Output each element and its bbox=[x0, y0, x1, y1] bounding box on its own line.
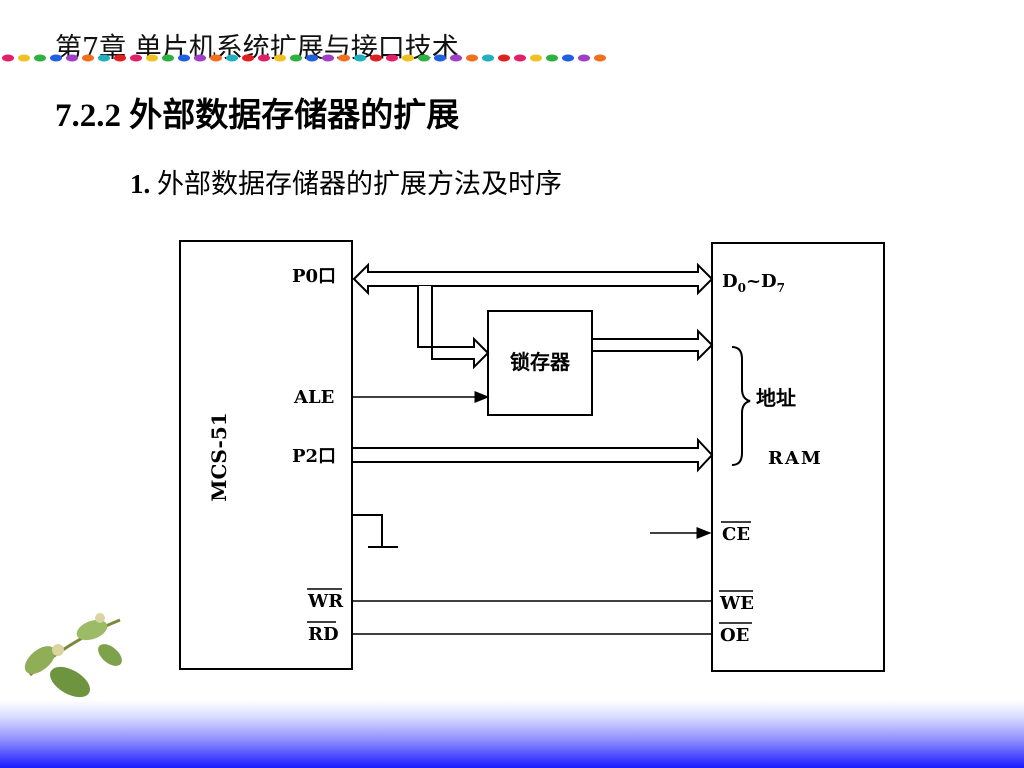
decorative-dot bbox=[482, 54, 494, 62]
address-brace bbox=[731, 346, 751, 466]
decorative-dot bbox=[274, 54, 286, 62]
decorative-dot bbox=[370, 54, 382, 62]
decorative-dot bbox=[498, 54, 510, 62]
subsection-title: 1. 外部数据存储器的扩展方法及时序 bbox=[130, 162, 562, 201]
latch-to-ram-arrow bbox=[591, 328, 714, 362]
oe-pin-label: OE bbox=[720, 625, 749, 646]
decorative-dot bbox=[530, 54, 542, 62]
decorative-dot bbox=[226, 54, 238, 62]
p2-port-label: P2口 bbox=[292, 446, 336, 467]
decorative-dot bbox=[290, 54, 302, 62]
decorative-dot bbox=[2, 54, 14, 62]
decorative-dot bbox=[562, 54, 574, 62]
decorative-dot bbox=[114, 54, 126, 62]
decorative-dot bbox=[306, 54, 318, 62]
subsection-text: 外部数据存储器的扩展方法及时序 bbox=[157, 169, 562, 199]
we-pin-label: WE bbox=[719, 593, 754, 614]
p2-to-ram-arrow bbox=[351, 437, 714, 473]
ale-pin-label: ALE bbox=[293, 387, 334, 408]
latch-block bbox=[487, 310, 593, 416]
latch-label: 锁存器 bbox=[510, 350, 571, 374]
decorative-dot bbox=[386, 54, 398, 62]
p0-port-label: P0口 bbox=[292, 266, 336, 287]
decorative-dot bbox=[258, 54, 270, 62]
decorative-dot bbox=[338, 54, 350, 62]
ce-pin-label: CE bbox=[722, 524, 750, 545]
decorative-dot bbox=[594, 54, 606, 62]
decorative-dot bbox=[354, 54, 366, 62]
decorative-dot bbox=[146, 54, 158, 62]
wr-pin-label: WR bbox=[307, 591, 344, 612]
memory-expansion-diagram: MCS-51 P0口 ALE P2口 WR RD 锁存器 D0~D7 地址 RA… bbox=[179, 240, 885, 672]
decorative-dot bbox=[194, 54, 206, 62]
decorative-dot bbox=[402, 54, 414, 62]
decorative-dot bbox=[162, 54, 174, 62]
decorative-dot bbox=[546, 54, 558, 62]
ground-symbol bbox=[352, 514, 398, 548]
decorative-dot-border bbox=[2, 54, 606, 62]
decorative-dot bbox=[18, 54, 30, 62]
decorative-dot bbox=[434, 54, 446, 62]
decorative-dot bbox=[466, 54, 478, 62]
decorative-leaf-image bbox=[24, 613, 122, 698]
section-title: 7.2.2 外部数据存储器的扩展 bbox=[55, 98, 460, 134]
decorative-dot bbox=[178, 54, 190, 62]
ram-label: RAM bbox=[768, 448, 823, 469]
decorative-dot bbox=[50, 54, 62, 62]
decorative-dot bbox=[34, 54, 46, 62]
decorative-dot bbox=[578, 54, 590, 62]
decorative-dot bbox=[82, 54, 94, 62]
decorative-dot bbox=[322, 54, 334, 62]
ram-block bbox=[711, 242, 885, 672]
subsection-number: 1. bbox=[130, 169, 151, 199]
address-label: 地址 bbox=[756, 386, 796, 410]
p0-to-latch-arrow bbox=[417, 286, 490, 370]
decorative-dot bbox=[450, 54, 462, 62]
decorative-dot bbox=[210, 54, 222, 62]
decorative-dot bbox=[514, 54, 526, 62]
data-bus-arrow bbox=[352, 262, 714, 296]
decorative-dot bbox=[418, 54, 430, 62]
data-bus-label: D0~D7 bbox=[722, 271, 785, 295]
decorative-dot bbox=[98, 54, 110, 62]
mcs51-label: MCS-51 bbox=[207, 412, 231, 501]
decorative-dot bbox=[66, 54, 78, 62]
decorative-dot bbox=[130, 54, 142, 62]
footer-gradient-bar bbox=[0, 700, 1024, 768]
decorative-dot bbox=[242, 54, 254, 62]
rd-pin-label: RD bbox=[308, 624, 339, 645]
